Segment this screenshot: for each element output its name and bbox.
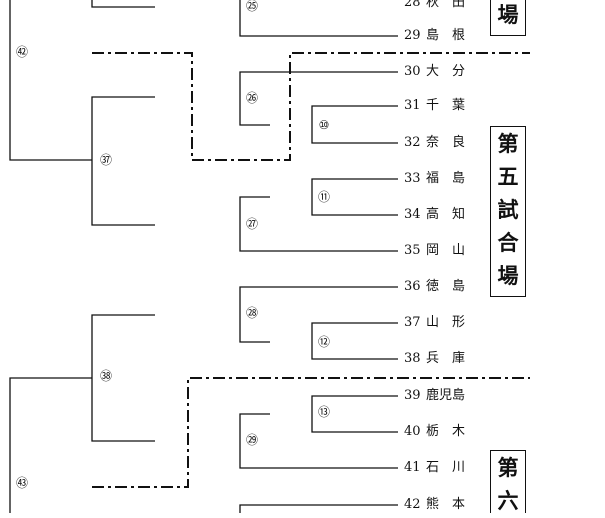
match-number-42: ㊷ [15,45,28,59]
team-row: 32 奈 良 [404,133,498,153]
team-row: 29 島 根 [404,26,498,46]
team-name: 大 分 [426,64,466,79]
team-name: 岡 山 [426,243,466,258]
match-number-29: ㉙ [245,433,258,447]
team-number: 40 [404,424,421,439]
team-number: 42 [404,497,421,512]
match-number-28: ㉘ [245,306,258,320]
venue-char: 第 [497,132,519,156]
team-number: 39 [404,388,421,403]
match-number-43: ㊸ [15,476,28,490]
team-name: 島 根 [426,28,466,43]
venue-char: 五 [497,165,519,189]
bracket-line-match-11 [311,178,398,216]
bracket-line-match-10 [311,105,398,144]
team-row: 42 熊 本 [404,495,498,515]
team-name: 秋 田 [426,0,466,10]
team-number: 38 [404,351,421,366]
venue-char: 場 [497,264,519,288]
team-name: 鹿児島 [426,388,466,403]
bracket-line-match-25 [239,0,398,37]
team-row: 39 鹿児島 [404,386,498,406]
bracket-line-match-30 [239,504,398,513]
venue-char: 場 [497,3,519,27]
team-number: 28 [404,0,421,10]
bracket-line-match-28 [239,286,398,343]
team-number: 31 [404,98,421,113]
team-number: 36 [404,279,421,294]
team-row: 41 石 川 [404,458,498,478]
match-number-12: ⑫ [317,335,330,349]
bracket-line-match-26 [239,71,398,126]
team-row: 36 徳 島 [404,277,498,297]
team-name: 徳 島 [426,279,466,294]
match-number-10: ⑩ [318,118,330,132]
bracket-line-match-13 [311,395,398,433]
venue-divider-5-6 [92,377,530,488]
team-number: 30 [404,64,421,79]
match-number-13: ⑬ [317,405,330,419]
team-number: 37 [404,315,421,330]
team-number: 35 [404,243,421,258]
team-name: 石 川 [426,460,466,475]
team-row: 37 山 形 [404,313,498,333]
match-number-26: ㉖ [245,91,258,105]
match-number-38: ㊳ [99,369,112,383]
team-number: 32 [404,135,421,150]
bracket-line-match-42 [9,0,92,161]
team-row: 40 栃 木 [404,422,498,442]
venue-char: 第 [497,456,519,480]
venue-char: 六 [497,489,519,513]
team-name: 栃 木 [426,424,466,439]
team-row: 33 福 島 [404,169,498,189]
bracket-line-match-12 [311,322,398,360]
venue-label-5: 第 五 試 合 場 [490,126,526,297]
team-number: 34 [404,207,421,222]
team-number: 33 [404,171,421,186]
team-number: 41 [404,460,421,475]
team-name: 山 形 [426,315,466,330]
bracket-line-upper [91,0,155,8]
team-name: 奈 良 [426,135,466,150]
bracket-line-match-29 [239,413,398,469]
bracket-line-match-43 [9,377,92,513]
team-name: 福 島 [426,171,466,186]
match-number-27: ㉗ [245,217,258,231]
team-name: 熊 本 [426,497,466,512]
venue-char: 試 [497,198,519,222]
venue-char: 合 [497,231,519,255]
team-row: 30 大 分 [404,62,498,82]
team-row: 28 秋 田 [404,0,498,13]
team-name: 高 知 [426,207,466,222]
team-row: 38 兵 庫 [404,349,498,369]
venue-divider-4-5 [92,52,530,161]
match-number-25: ㉕ [245,0,258,13]
bracket-line-match-37 [91,96,155,226]
team-name: 兵 庫 [426,351,466,366]
match-number-11: ⑪ [317,190,330,204]
team-number: 29 [404,28,421,43]
match-number-37: ㊲ [99,153,112,167]
team-row: 34 高 知 [404,205,498,225]
team-name: 千 葉 [426,98,466,113]
venue-label-6: 第 六 [490,450,526,513]
team-row: 31 千 葉 [404,96,498,116]
team-row: 35 岡 山 [404,241,498,261]
bracket-line-match-27 [239,196,398,252]
venue-label-4: 場 [490,0,526,36]
